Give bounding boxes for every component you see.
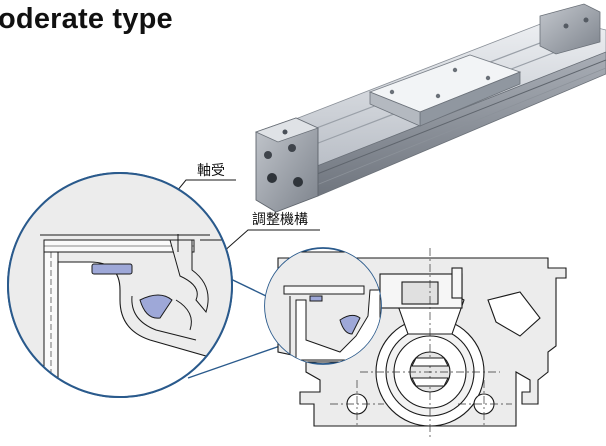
- detail-marker-circle: [264, 247, 382, 365]
- cross-section-centerlines: [330, 248, 512, 440]
- bearing-callout-label: 軸受: [197, 163, 225, 179]
- zoom-detail-circle: [7, 172, 233, 398]
- figure-heading: oderate type: [0, 3, 173, 35]
- adjuster-callout-label: 調整機構: [252, 212, 308, 228]
- piston-detail: [411, 357, 449, 387]
- rodless-cylinder-illustration: [254, 3, 606, 213]
